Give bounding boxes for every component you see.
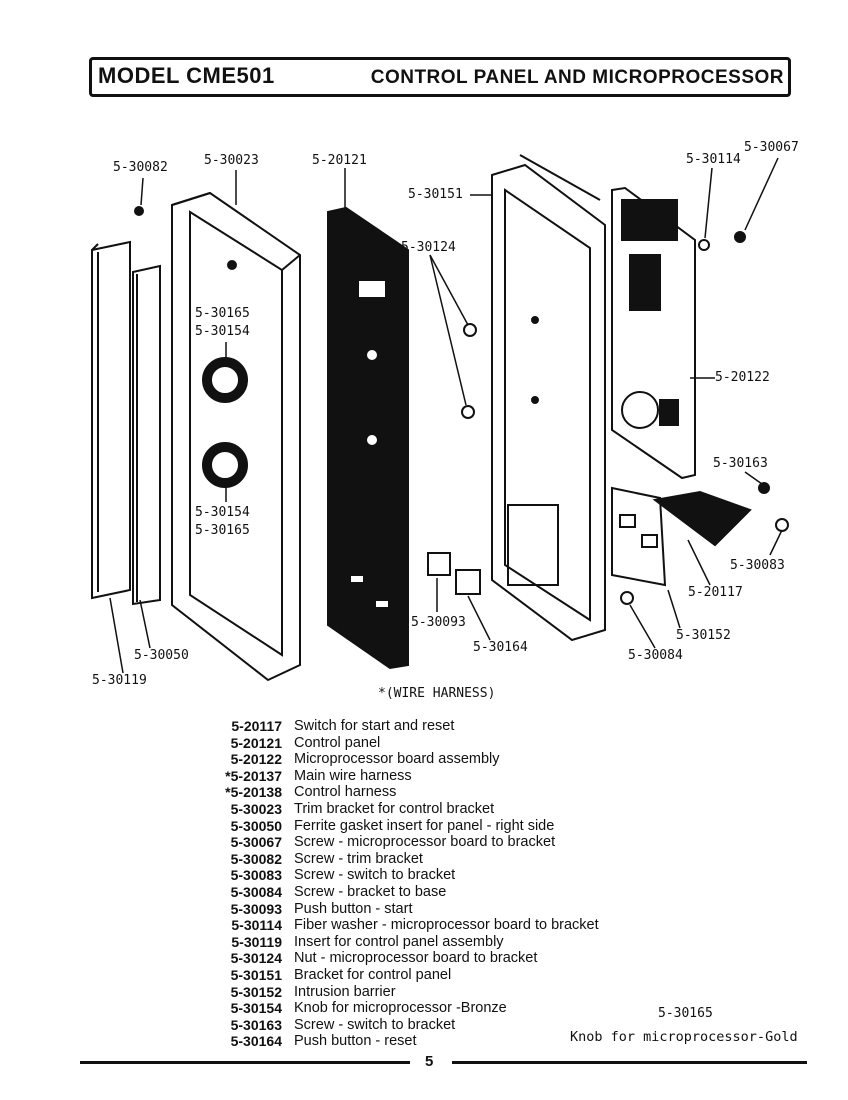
callout-5-20117: 5-20117 [688,585,743,600]
footer-rule-left [80,1061,410,1064]
callout-5-30082: 5-30082 [113,160,168,175]
extra-part-description: Knob for microprocessor-Gold [570,1029,798,1045]
part-description: Bracket for control panel [294,967,452,983]
part-description: Push button - reset [294,1033,417,1050]
part-description: Trim bracket for control bracket [294,801,495,817]
push-button-start [427,552,451,576]
part-number: 5-30163 [230,1016,282,1033]
part-number: 5-30067 [230,834,282,851]
callout-5-30023: 5-30023 [204,153,259,168]
callout-5-30050: 5-30050 [134,648,189,663]
part-number: 5-30084 [230,884,282,900]
callout-5-30154-top: 5-30154 [195,324,250,339]
part-number: *5-20137 [225,767,282,784]
part-description: Screw - microprocessor board to bracket [294,834,556,851]
part-description: Control panel [294,734,381,751]
part-number: 5-30119 [231,933,282,950]
part-description: Screw - bracket to base [294,884,447,900]
insert-part [91,240,131,600]
callout-5-30119: 5-30119 [92,673,147,688]
screw-30082 [134,206,144,216]
wire-harness-note: *(WIRE HARNESS) [378,686,496,701]
screw-30067 [734,231,746,243]
part-number: 5-30114 [231,917,282,934]
part-number: 5-30152 [230,983,282,1000]
callout-5-30151: 5-30151 [408,187,463,202]
part-number: 5-30083 [230,867,282,884]
callout-5-30114: 5-30114 [686,152,741,167]
nut-a [463,323,477,337]
callout-5-30152: 5-30152 [676,628,731,643]
part-description: Knob for microprocessor -Bronze [294,1000,507,1017]
part-description: Screw - switch to bracket [294,1016,456,1033]
part-description: Control harness [294,784,397,801]
switch-bracket-part [611,486,752,587]
page-number: 5 [425,1053,434,1070]
push-button-reset [455,569,481,595]
part-description: Nut - microprocessor board to bracket [294,950,538,967]
callout-5-20121: 5-20121 [312,153,367,168]
part-number: 5-20121 [230,734,282,751]
control-panel-part [327,206,409,670]
callout-5-20122: 5-20122 [715,370,770,385]
part-number: 5-20122 [230,751,282,768]
part-number: 5-30164 [230,1033,282,1050]
part-description: Push button - start [294,900,413,917]
callout-5-30154-bottom: 5-30154 [195,505,250,520]
part-description: Microprocessor board assembly [294,751,500,768]
callout-5-30093: 5-30093 [411,615,466,630]
callout-5-30165-top: 5-30165 [195,306,250,321]
section-title: CONTROL PANEL AND MICROPROCESSOR [370,67,784,88]
title-bar: MODEL CME501 CONTROL PANEL AND MICROPROC… [89,57,791,97]
part-number: *5-20138 [225,784,282,801]
callout-5-30067: 5-30067 [744,140,799,155]
callout-5-30084: 5-30084 [628,648,683,663]
part-description: Insert for control panel assembly [294,933,504,950]
part-number: 5-30023 [230,801,282,817]
part-number: 5-30050 [230,817,282,834]
part-number: 5-30124 [230,950,282,967]
ferrite-gasket-part [132,264,161,606]
part-description: Fiber washer - microprocessor board to b… [294,917,599,934]
part-number: 5-30151 [230,967,282,983]
callout-5-30164: 5-30164 [473,640,528,655]
part-number: 5-30093 [230,900,282,917]
part-description: Switch for start and reset [294,718,455,734]
footer-rule-right [452,1061,807,1064]
part-description: Screw - switch to bracket [294,867,456,884]
part-number: 5-30154 [230,1000,282,1017]
part-description: Ferrite gasket insert for panel - right … [294,817,555,834]
microprocessor-board-part [611,186,696,480]
washer-30114 [698,239,710,251]
screw-30163 [758,482,770,494]
callout-5-30083: 5-30083 [730,558,785,573]
part-description: Screw - trim bracket [294,850,423,867]
part-number: 5-20117 [231,718,282,734]
callout-5-30163: 5-30163 [713,456,768,471]
nut-b [461,405,475,419]
extra-part-number: 5-30165 [658,1006,713,1021]
part-description: Main wire harness [294,767,412,784]
screw-30083 [775,518,789,532]
part-number: 5-30082 [230,850,282,867]
control-bracket-part [491,154,606,642]
screw-30084 [620,591,634,605]
trim-bracket-part [171,191,301,682]
callout-5-30124: 5-30124 [401,240,456,255]
callout-5-30165-bottom: 5-30165 [195,523,250,538]
model-title: MODEL CME501 [98,63,275,88]
part-description: Intrusion barrier [294,983,396,1000]
